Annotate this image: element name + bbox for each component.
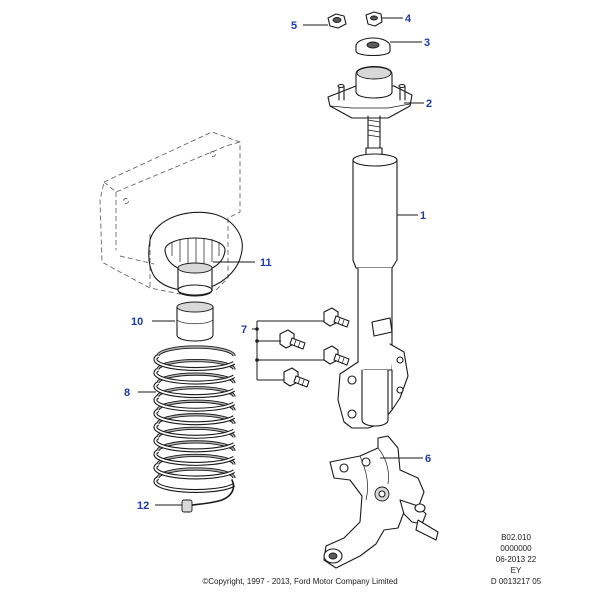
spring-coil-back — [156, 345, 236, 357]
part-7-bolt-b — [279, 329, 306, 350]
callout-5: 5 — [291, 20, 297, 32]
part-5-nut — [327, 13, 347, 29]
reference-line-3: 06-2013 22 — [495, 555, 537, 564]
reference-line-4: EY — [510, 566, 522, 575]
spring-coil-front-fill — [154, 355, 235, 370]
callout-11: 11 — [260, 257, 272, 269]
spring-coil-front-fill — [154, 463, 235, 479]
spring-coil-front-fill — [154, 423, 235, 438]
spring-coil-back-fill — [157, 346, 235, 357]
callout-7: 7 — [241, 324, 247, 336]
callout-8: 8 — [124, 387, 130, 399]
reference-line-2: 0000000 — [500, 544, 532, 553]
callout-12: 12 — [137, 500, 149, 512]
spring-coil-front-fill — [154, 477, 235, 492]
part-7-bolt-c — [323, 345, 350, 366]
spring-coil-front-fill — [154, 382, 235, 398]
callout-6: 6 — [425, 453, 431, 465]
spring-coil-front-fill — [154, 368, 235, 384]
part-8-coil-spring — [153, 345, 236, 493]
part-6-knuckle — [323, 435, 439, 569]
part-4-nut — [365, 11, 383, 27]
part-2-top-mount — [327, 65, 413, 119]
callout-1: 1 — [420, 210, 426, 222]
callout-3: 3 — [424, 37, 430, 49]
body-spring-tower — [99, 131, 243, 295]
spring-coil-front-fill — [154, 409, 235, 425]
callout-4: 4 — [405, 13, 412, 25]
spring-coil-front-fill — [154, 436, 235, 452]
callouts: 5 4 3 2 1 11 10 7 8 6 12 — [124, 13, 432, 512]
reference-line-1: B02.010 — [501, 533, 531, 542]
reference-line-5: D 0013217 05 — [490, 577, 542, 586]
part-11-spring-seat — [164, 237, 226, 297]
part-7-bolt-a — [323, 307, 350, 328]
spring-coil-front-fill — [154, 395, 235, 411]
leader-lines — [138, 17, 424, 506]
part-10-bump-stop — [176, 301, 214, 342]
copyright-notice: ©Copyright, 1997 - 2013, Ford Motor Comp… — [202, 577, 398, 586]
part-12-cable — [181, 479, 235, 513]
spring-coil-front-fill — [154, 450, 235, 465]
part-7-bolt-d — [283, 367, 310, 388]
callout-2: 2 — [426, 98, 432, 110]
callout-10: 10 — [131, 316, 143, 328]
part-1-shock-absorber — [337, 115, 409, 429]
part-3-washer — [355, 37, 391, 57]
